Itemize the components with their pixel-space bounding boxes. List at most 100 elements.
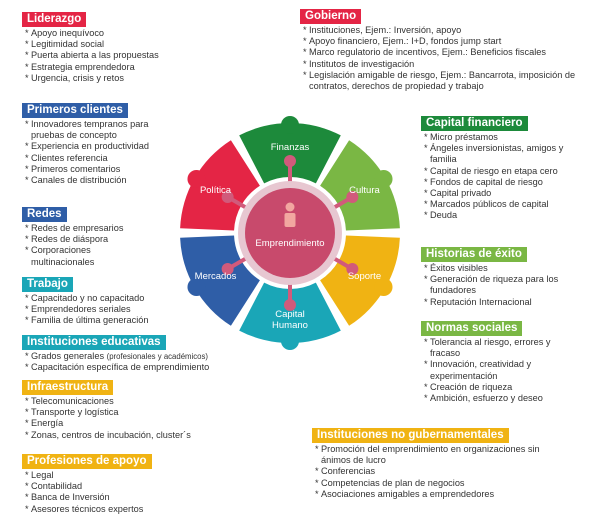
segment-knob xyxy=(374,278,393,296)
header-trabajo: Trabajo xyxy=(22,277,73,292)
list-item: Promoción del emprendimiento en organiza… xyxy=(312,444,571,466)
block-trabajo: Trabajo Capacitado y no capacitado Empre… xyxy=(22,274,172,327)
header-liderazgo: Liderazgo xyxy=(22,12,87,27)
list-item: Generación de riqueza para los fundadore… xyxy=(421,274,575,296)
list-item: Instituciones, Ejem.: Inversión, apoyo xyxy=(300,25,585,36)
connector-dot xyxy=(346,191,359,203)
segment-label: Finanzas xyxy=(271,142,310,153)
list-item: Zonas, centros de incubación, cluster´s xyxy=(22,430,222,441)
wheel-segment xyxy=(180,235,260,326)
list-item: Banca de Inversión xyxy=(22,492,192,503)
header-instituciones-educativas: Instituciones educativas xyxy=(22,335,166,350)
connector-dot xyxy=(221,191,234,203)
list-redes: Redes de empresarios Redes de diáspora C… xyxy=(22,223,172,268)
list-item: Marcados públicos de capital xyxy=(421,199,581,210)
header-capital-financiero: Capital financiero xyxy=(421,116,528,131)
list-item: Apoyo inequívoco xyxy=(22,28,172,39)
list-normas: Tolerancia al riesgo, errores y fracaso … xyxy=(421,337,581,404)
list-item: Clientes referencia xyxy=(22,153,172,164)
list-item: Legislación amigable de riesgo, Ejem.: B… xyxy=(300,70,584,92)
list-item: Creación de riqueza xyxy=(421,382,581,393)
list-item: Emprendedores seriales xyxy=(22,304,172,315)
list-item: Capital privado xyxy=(421,188,581,199)
list-primeros-clientes: Innovadores tempranos para pruebas de co… xyxy=(22,119,172,186)
list-item: Redes de diáspora xyxy=(22,234,172,245)
segment-label: Mercados xyxy=(195,271,237,282)
ecosystem-wheel: Emprendimiento PolíticaFinanzasCulturaSo… xyxy=(180,116,400,350)
segment-knob xyxy=(281,332,299,350)
connector-dot xyxy=(346,263,359,275)
wheel-segment xyxy=(320,235,400,326)
wheel-segment xyxy=(239,282,341,343)
list-item: Corporaciones multinacionales xyxy=(22,245,131,267)
header-redes: Redes xyxy=(22,207,67,222)
block-normas: Normas sociales Tolerancia al riesgo, er… xyxy=(421,318,581,404)
list-historias: Éxitos visibles Generación de riqueza pa… xyxy=(421,263,581,308)
list-item: Capital de riesgo en etapa cero xyxy=(421,166,581,177)
header-no-gubernamentales: Instituciones no gubernamentales xyxy=(312,428,509,443)
list-item: Competencias de plan de negocios xyxy=(312,478,582,489)
header-profesiones: Profesiones de apoyo xyxy=(22,454,152,469)
list-item: Contabilidad xyxy=(22,481,192,492)
list-item: Asociaciones amigables a emprendedores xyxy=(312,489,582,500)
wheel-segment xyxy=(320,140,400,231)
list-item: Micro préstamos xyxy=(421,132,581,143)
connector-dot xyxy=(284,155,296,167)
header-gobierno: Gobierno xyxy=(300,9,362,24)
block-infraestructura: Infraestructura Telecomunicaciones Trans… xyxy=(22,377,222,441)
list-item: Transporte y logística xyxy=(22,407,222,418)
segment-label: Política xyxy=(200,185,232,196)
block-profesiones: Profesiones de apoyo Legal Contabilidad … xyxy=(22,451,192,515)
list-item: Fondos de capital de riesgo xyxy=(421,177,581,188)
block-capital-financiero: Capital financiero Micro préstamos Ángel… xyxy=(421,113,581,222)
list-item: Experiencia en productividad xyxy=(22,141,172,152)
list-item: Innovadores tempranos para pruebas de co… xyxy=(22,119,159,141)
item-text: Grados generales xyxy=(31,351,105,361)
list-profesiones: Legal Contabilidad Banca de Inversión As… xyxy=(22,470,192,515)
list-capital-financiero: Micro préstamos Ángeles inversionistas, … xyxy=(421,132,581,222)
list-item: Apoyo financiero, Ejem.: I+D, fondos jum… xyxy=(300,36,585,47)
list-item: Energía xyxy=(22,418,222,429)
list-item: Telecomunicaciones xyxy=(22,396,222,407)
list-item: Puerta abierta a las propuestas xyxy=(22,50,172,61)
list-item: Primeros comentarios xyxy=(22,164,172,175)
list-item: Legitimidad social xyxy=(22,39,172,50)
list-infraestructura: Telecomunicaciones Transporte y logístic… xyxy=(22,396,222,441)
block-primeros-clientes: Primeros clientes Innovadores tempranos … xyxy=(22,100,172,186)
block-gobierno: Gobierno Instituciones, Ejem.: Inversión… xyxy=(300,6,585,92)
wheel-segment xyxy=(239,123,341,184)
connector-dot xyxy=(221,263,234,275)
item-note: (profesionales y académicos) xyxy=(106,352,209,361)
list-item: Marco regulatorio de incentivos, Ejem.: … xyxy=(300,47,585,58)
block-instituciones-educativas: Instituciones educativas Grados generale… xyxy=(22,332,262,373)
list-item: Familia de última generación xyxy=(22,315,172,326)
list-item: Legal xyxy=(22,470,192,481)
list-item: Ángeles inversionistas, amigos y familia xyxy=(421,143,580,165)
segment-knob xyxy=(281,116,299,134)
list-item: Capacitación específica de emprendimient… xyxy=(22,362,262,373)
segment-label: Soporte xyxy=(348,271,381,282)
list-item: Redes de empresarios xyxy=(22,223,172,234)
block-liderazgo: Liderazgo Apoyo inequívoco Legitimidad s… xyxy=(22,9,172,84)
list-item: Éxitos visibles xyxy=(421,263,581,274)
segment-knob xyxy=(374,170,393,188)
wheel-segment xyxy=(180,140,260,231)
header-primeros-clientes: Primeros clientes xyxy=(22,103,128,118)
list-item: Tolerancia al riesgo, errores y fracaso xyxy=(421,337,580,359)
header-historias: Historias de éxito xyxy=(421,247,527,262)
segment-knob xyxy=(187,170,206,188)
person-icon xyxy=(284,202,296,227)
list-item: Asesores técnicos expertos xyxy=(22,504,192,515)
list-gobierno: Instituciones, Ejem.: Inversión, apoyo A… xyxy=(300,25,585,92)
list-item: Capacitado y no capacitado xyxy=(22,293,172,304)
list-item: Estrategia emprendedora xyxy=(22,62,172,73)
block-redes: Redes Redes de empresarios Redes de diás… xyxy=(22,204,172,268)
header-infraestructura: Infraestructura xyxy=(22,380,114,395)
segment-label: Cultura xyxy=(349,185,380,196)
list-trabajo: Capacitado y no capacitado Emprendedores… xyxy=(22,293,172,327)
list-item: Canales de distribución xyxy=(22,175,172,186)
list-item: Conferencias xyxy=(312,466,582,477)
list-item: Grados generales (profesionales y académ… xyxy=(22,351,262,362)
list-item: Institutos de investigación xyxy=(300,59,585,70)
